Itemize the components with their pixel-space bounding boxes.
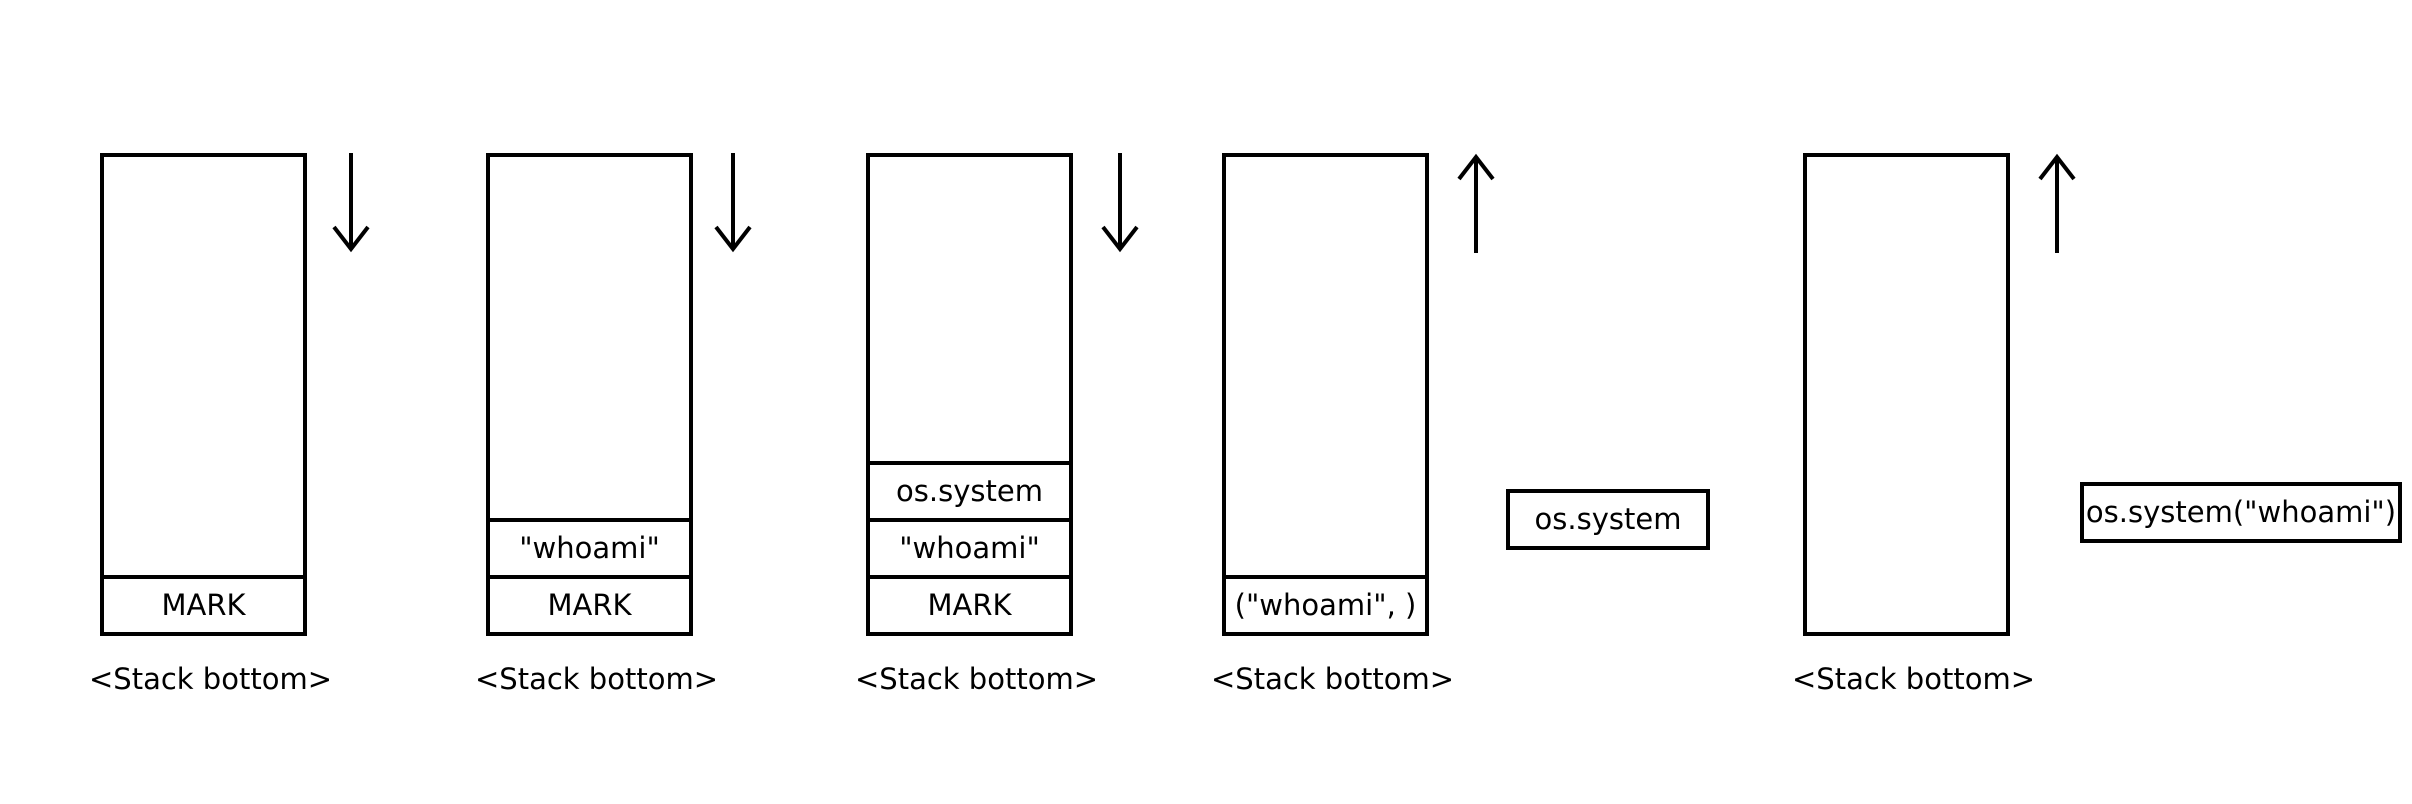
stack-1-bottom-label: <Stack bottom> (89, 662, 332, 696)
stack-5 (1803, 153, 2010, 636)
stack-1: MARK (100, 153, 307, 636)
stack-2-cell-mark: MARK (490, 575, 689, 632)
stack-2: MARK "whoami" (486, 153, 693, 636)
arrow-up-icon (1457, 155, 1495, 253)
stack-4-bottom-label: <Stack bottom> (1211, 662, 1454, 696)
arrow-down-icon (714, 153, 752, 251)
arrow-down-icon (332, 153, 370, 251)
stack-3-cell-os-system: os.system (870, 461, 1069, 518)
stack-3-bottom-label: <Stack bottom> (855, 662, 1098, 696)
stack-4: ("whoami", ) (1222, 153, 1429, 636)
arrow-up-icon (2038, 155, 2076, 253)
stack-2-bottom-label: <Stack bottom> (475, 662, 718, 696)
stack-2-cell-whoami: "whoami" (490, 518, 689, 575)
stack-3: MARK "whoami" os.system (866, 153, 1073, 636)
stack-1-cell-mark: MARK (104, 575, 303, 632)
popped-callable-box: os.system (1506, 489, 1710, 550)
stack-3-cell-whoami: "whoami" (870, 518, 1069, 575)
stack-3-cell-mark: MARK (870, 575, 1069, 632)
arrow-down-icon (1101, 153, 1139, 251)
call-result-box: os.system("whoami") (2080, 482, 2402, 543)
stack-5-bottom-label: <Stack bottom> (1792, 662, 2035, 696)
stack-4-cell-tuple: ("whoami", ) (1226, 575, 1425, 632)
